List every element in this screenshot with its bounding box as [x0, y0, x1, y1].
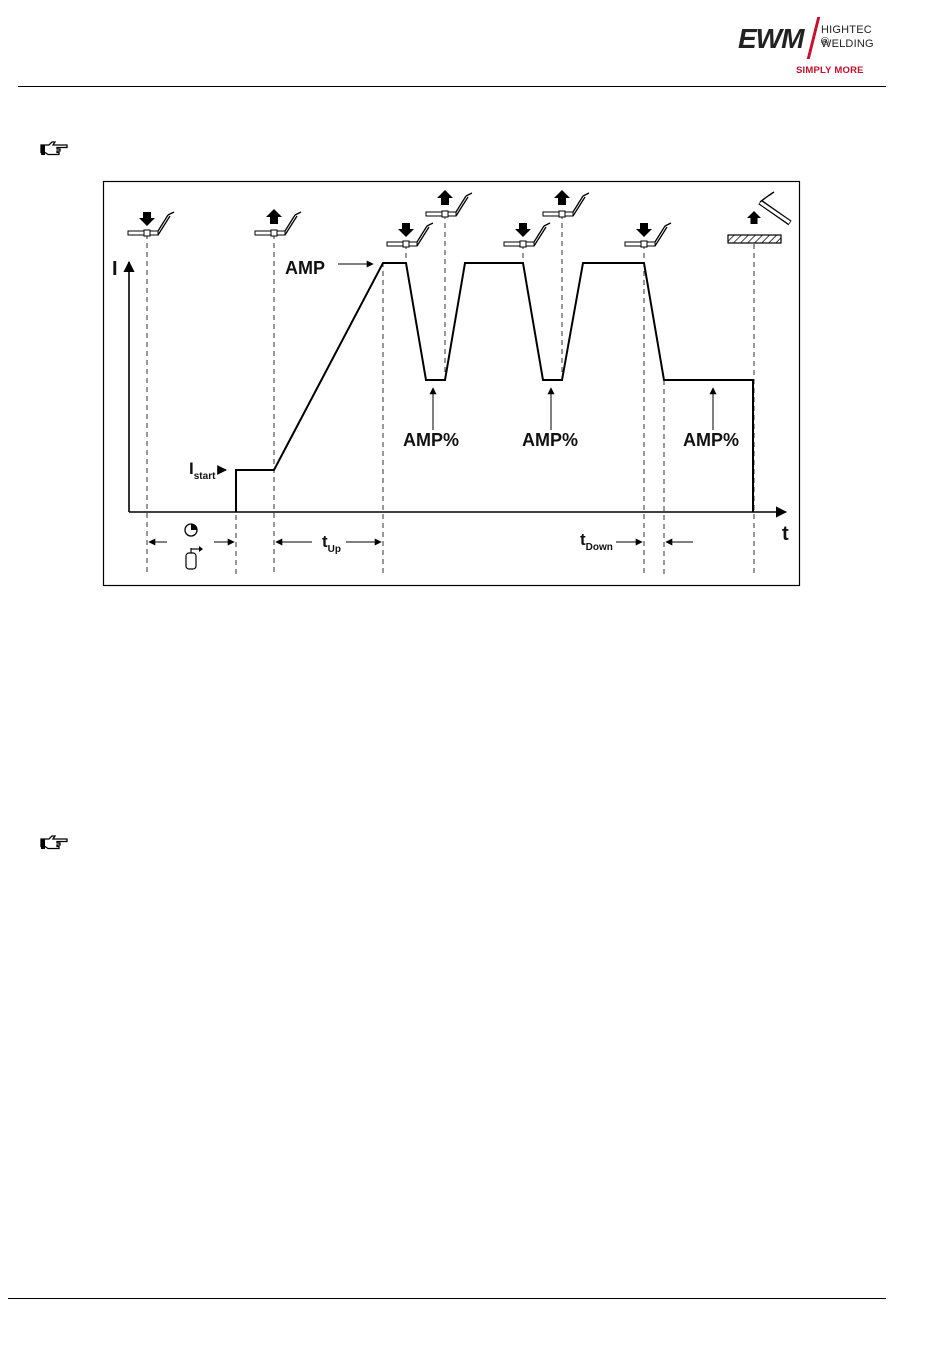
torch-trigger-press-icon	[504, 223, 550, 247]
torch-trigger-press-icon	[128, 212, 174, 236]
torch-trigger-release-icon	[543, 190, 589, 217]
torch-trigger-release-icon	[255, 209, 301, 236]
t-up-sub: Up	[328, 544, 341, 555]
gas-cylinder-icon	[186, 546, 203, 569]
torch-trigger-press-icon	[387, 223, 433, 247]
x-axis-label: t	[782, 523, 789, 545]
amp-pct-label-3: AMP%	[683, 430, 739, 450]
timer-icon	[185, 524, 197, 536]
i-start-sub: start	[194, 471, 216, 482]
y-axis-label: I	[112, 258, 118, 280]
footer-rule	[8, 1298, 886, 1299]
t-down-sub: Down	[586, 542, 613, 553]
torch-lift-off-icon	[728, 192, 790, 243]
amp-label: AMP	[285, 258, 325, 278]
diagram-frame	[104, 182, 800, 586]
t-up-label: tUp	[322, 532, 341, 555]
torch-trigger-release-icon	[426, 190, 472, 217]
t-down-label: tDown	[580, 530, 613, 553]
i-start-label: Istart	[189, 459, 216, 482]
amp-pct-label-2: AMP%	[522, 430, 578, 450]
amp-pct-label-1: AMP%	[403, 430, 459, 450]
timing-guides	[147, 214, 754, 575]
torch-trigger-press-icon	[625, 223, 671, 247]
current-curve	[236, 263, 753, 512]
